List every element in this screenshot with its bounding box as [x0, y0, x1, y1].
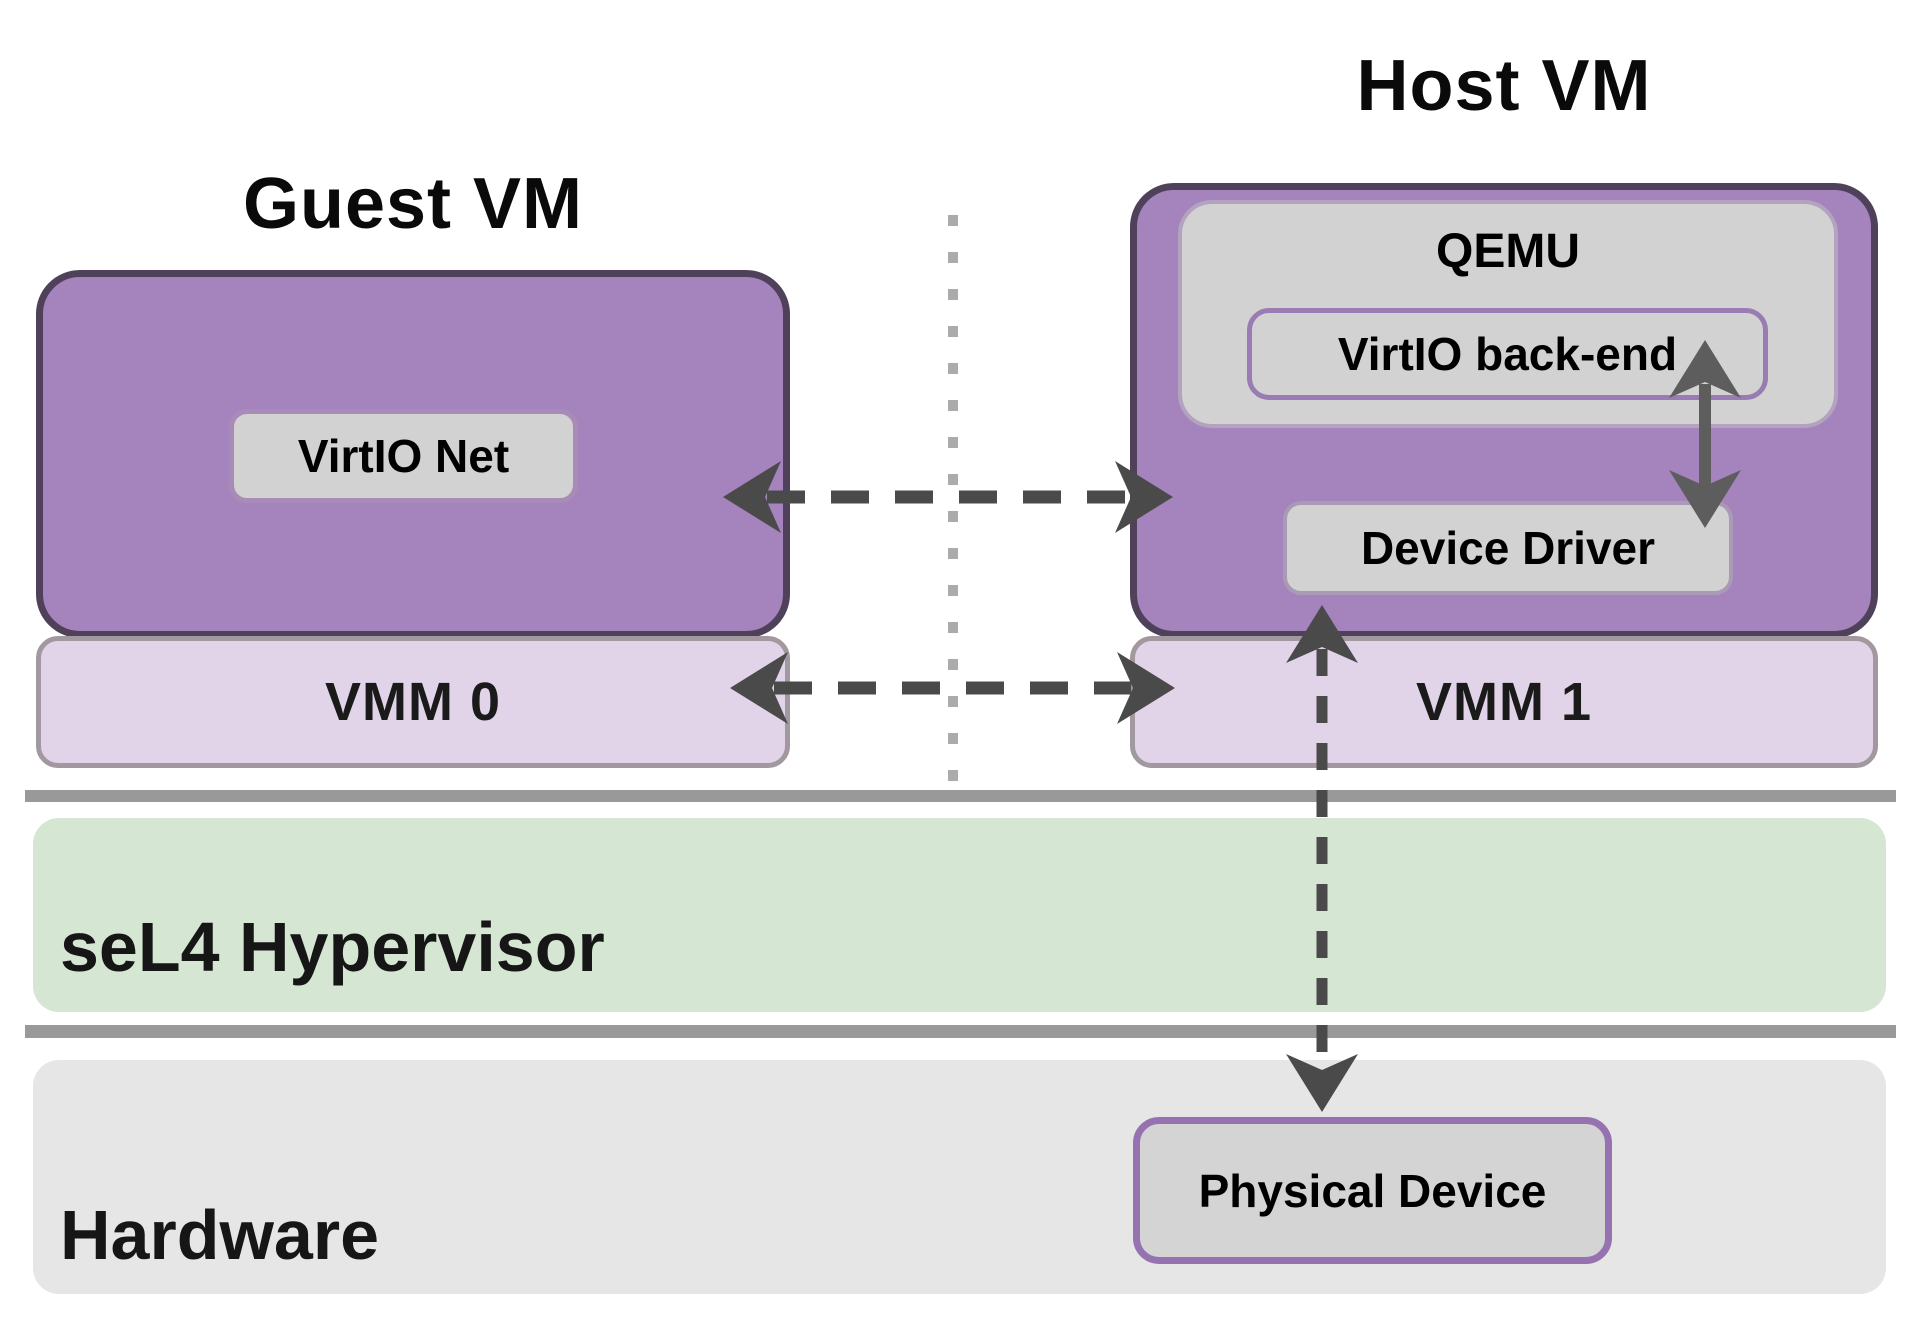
guest-vm-title: Guest VM: [242, 164, 584, 244]
hypervisor-band: [33, 818, 1886, 1012]
separator-bar-bottom: [25, 1025, 1896, 1038]
host-vm-title: Host VM: [1356, 46, 1652, 126]
qemu-label: QEMU: [1436, 225, 1580, 278]
physical-device-box: Physical Device: [1133, 1117, 1612, 1264]
virtio-net-box: VirtIO Net: [229, 409, 578, 503]
vmm1-box: VMM 1: [1130, 636, 1878, 768]
device-driver-box: Device Driver: [1283, 501, 1733, 595]
hypervisor-label: seL4 Hypervisor: [60, 908, 605, 986]
vmm0-vmm1-arrow: [730, 652, 1175, 724]
device-driver-label: Device Driver: [1360, 522, 1656, 574]
vmm0-label: VMM 0: [324, 672, 502, 732]
virtio-backend-box: VirtIO back-end: [1247, 308, 1768, 400]
vmm0-box: VMM 0: [36, 636, 790, 768]
guest-host-arrow: [723, 461, 1173, 533]
physical-device-label: Physical Device: [1198, 1164, 1547, 1217]
vmm1-label: VMM 1: [1415, 672, 1593, 732]
hardware-label: Hardware: [60, 1196, 380, 1274]
virtio-net-label: VirtIO Net: [297, 430, 510, 482]
virtio-backend-label: VirtIO back-end: [1337, 328, 1678, 380]
separator-bar-top: [25, 790, 1896, 802]
